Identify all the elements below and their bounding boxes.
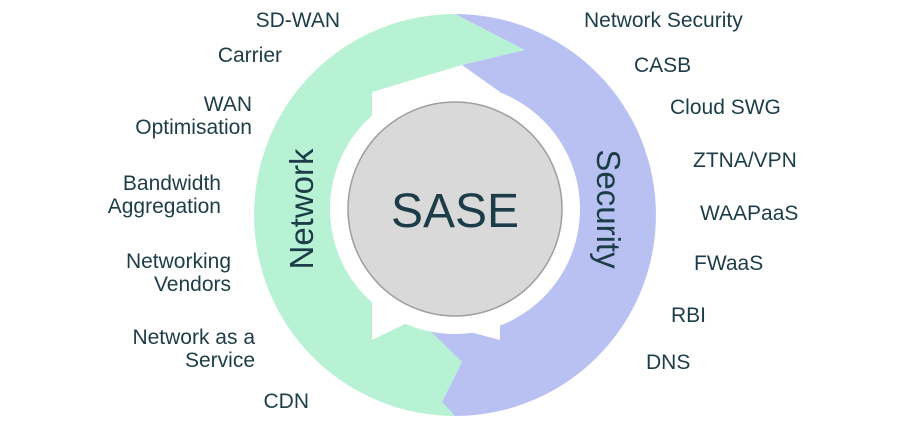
network-segment bbox=[254, 14, 525, 416]
security-item-dns: DNS bbox=[646, 351, 691, 374]
center-label: SASE bbox=[391, 185, 519, 238]
security-item-fwaas: FWaaS bbox=[694, 252, 764, 275]
security-item-casb: CASB bbox=[634, 54, 692, 77]
network-item-networking-vendors: Networking Vendors bbox=[125, 250, 231, 296]
network-item-carrier: Carrier bbox=[217, 44, 282, 67]
security-item-rbi: RBI bbox=[671, 304, 707, 327]
network-item-wan-optimisation: WAN Optimisation bbox=[135, 93, 252, 139]
security-item-network-security: Network Security bbox=[584, 9, 743, 32]
network-item-bandwidth-aggregation: Bandwidth Aggregation bbox=[107, 172, 221, 218]
security-item-ztna-vpn: ZTNA/VPN bbox=[693, 149, 797, 172]
security-ring-label: Security bbox=[590, 149, 627, 269]
network-item-cdn: CDN bbox=[263, 390, 310, 413]
network-item-sd-wan: SD-WAN bbox=[255, 9, 340, 32]
security-item-cloud-swg: Cloud SWG bbox=[670, 96, 781, 119]
center-circle bbox=[347, 101, 563, 317]
network-ring-label: Network bbox=[283, 148, 320, 270]
network-item-network-as-a-service: Network as a Service bbox=[132, 326, 255, 372]
security-item-waapaas: WAAPaaS bbox=[700, 202, 799, 225]
